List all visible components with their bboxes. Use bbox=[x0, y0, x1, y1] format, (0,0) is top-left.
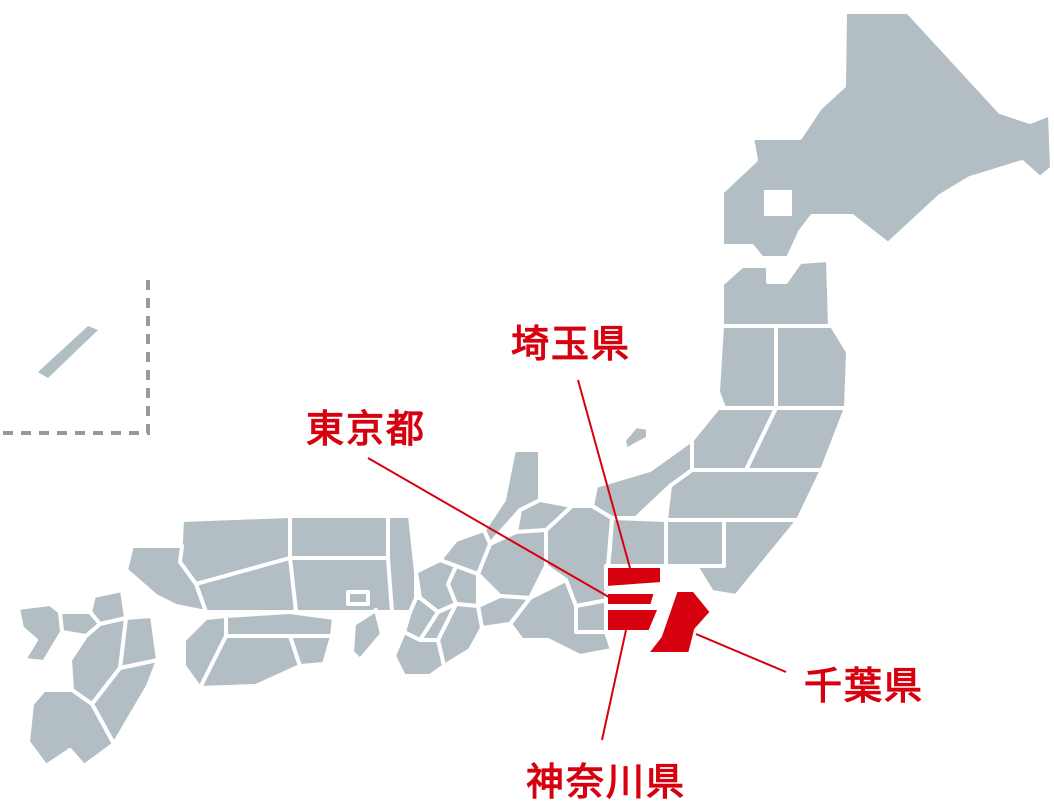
prefecture-shodoshima bbox=[346, 590, 370, 606]
prefecture-kanagawa bbox=[604, 606, 662, 634]
prefecture-kagawa bbox=[224, 610, 336, 638]
prefecture-aichi bbox=[476, 594, 532, 630]
prefecture-yamaguchi bbox=[124, 544, 208, 614]
prefecture-akita bbox=[716, 324, 778, 410]
prefecture-fukushima bbox=[664, 468, 824, 522]
leader-line-chiba bbox=[695, 633, 787, 673]
prefecture-wakayama bbox=[392, 630, 446, 678]
prefecture-kochi bbox=[198, 634, 302, 690]
prefecture-tokushima bbox=[288, 634, 334, 668]
leader-line-saitama bbox=[577, 379, 631, 569]
label-kanagawa: 神奈川県 bbox=[526, 760, 687, 804]
prefecture-okinawa bbox=[38, 326, 98, 378]
hokkaido-gap bbox=[764, 190, 792, 216]
label-saitama: 埼玉県 bbox=[511, 322, 632, 366]
prefecture-hokkaido bbox=[720, 10, 1054, 260]
prefecture-saitama bbox=[604, 564, 664, 590]
prefecture-iwate bbox=[774, 324, 850, 410]
prefecture-nagasaki bbox=[16, 602, 64, 664]
leader-line-kanagawa bbox=[601, 629, 627, 741]
prefecture-awaji bbox=[350, 608, 384, 662]
okinawa-inset-border bbox=[0, 280, 150, 435]
prefecture-yamanashi bbox=[574, 598, 610, 634]
prefecture-sado bbox=[622, 424, 650, 452]
prefecture-kagoshima bbox=[26, 688, 116, 768]
prefecture-gunma bbox=[606, 516, 668, 568]
prefecture-shizuoka bbox=[508, 578, 614, 658]
label-chiba: 千葉県 bbox=[804, 664, 925, 708]
prefecture-tottori bbox=[288, 514, 390, 560]
prefecture-aomori bbox=[720, 258, 832, 328]
okinawa-inset bbox=[0, 280, 150, 435]
leader-line-tokyo bbox=[367, 457, 615, 601]
prefecture-ibaraki bbox=[664, 518, 800, 598]
prefecture-okayama bbox=[288, 556, 394, 614]
label-tokyo: 東京都 bbox=[306, 407, 427, 451]
prefecture-tochigi bbox=[664, 518, 726, 568]
prefecture-miyazaki bbox=[90, 658, 160, 746]
prefecture-chiba bbox=[644, 588, 714, 656]
